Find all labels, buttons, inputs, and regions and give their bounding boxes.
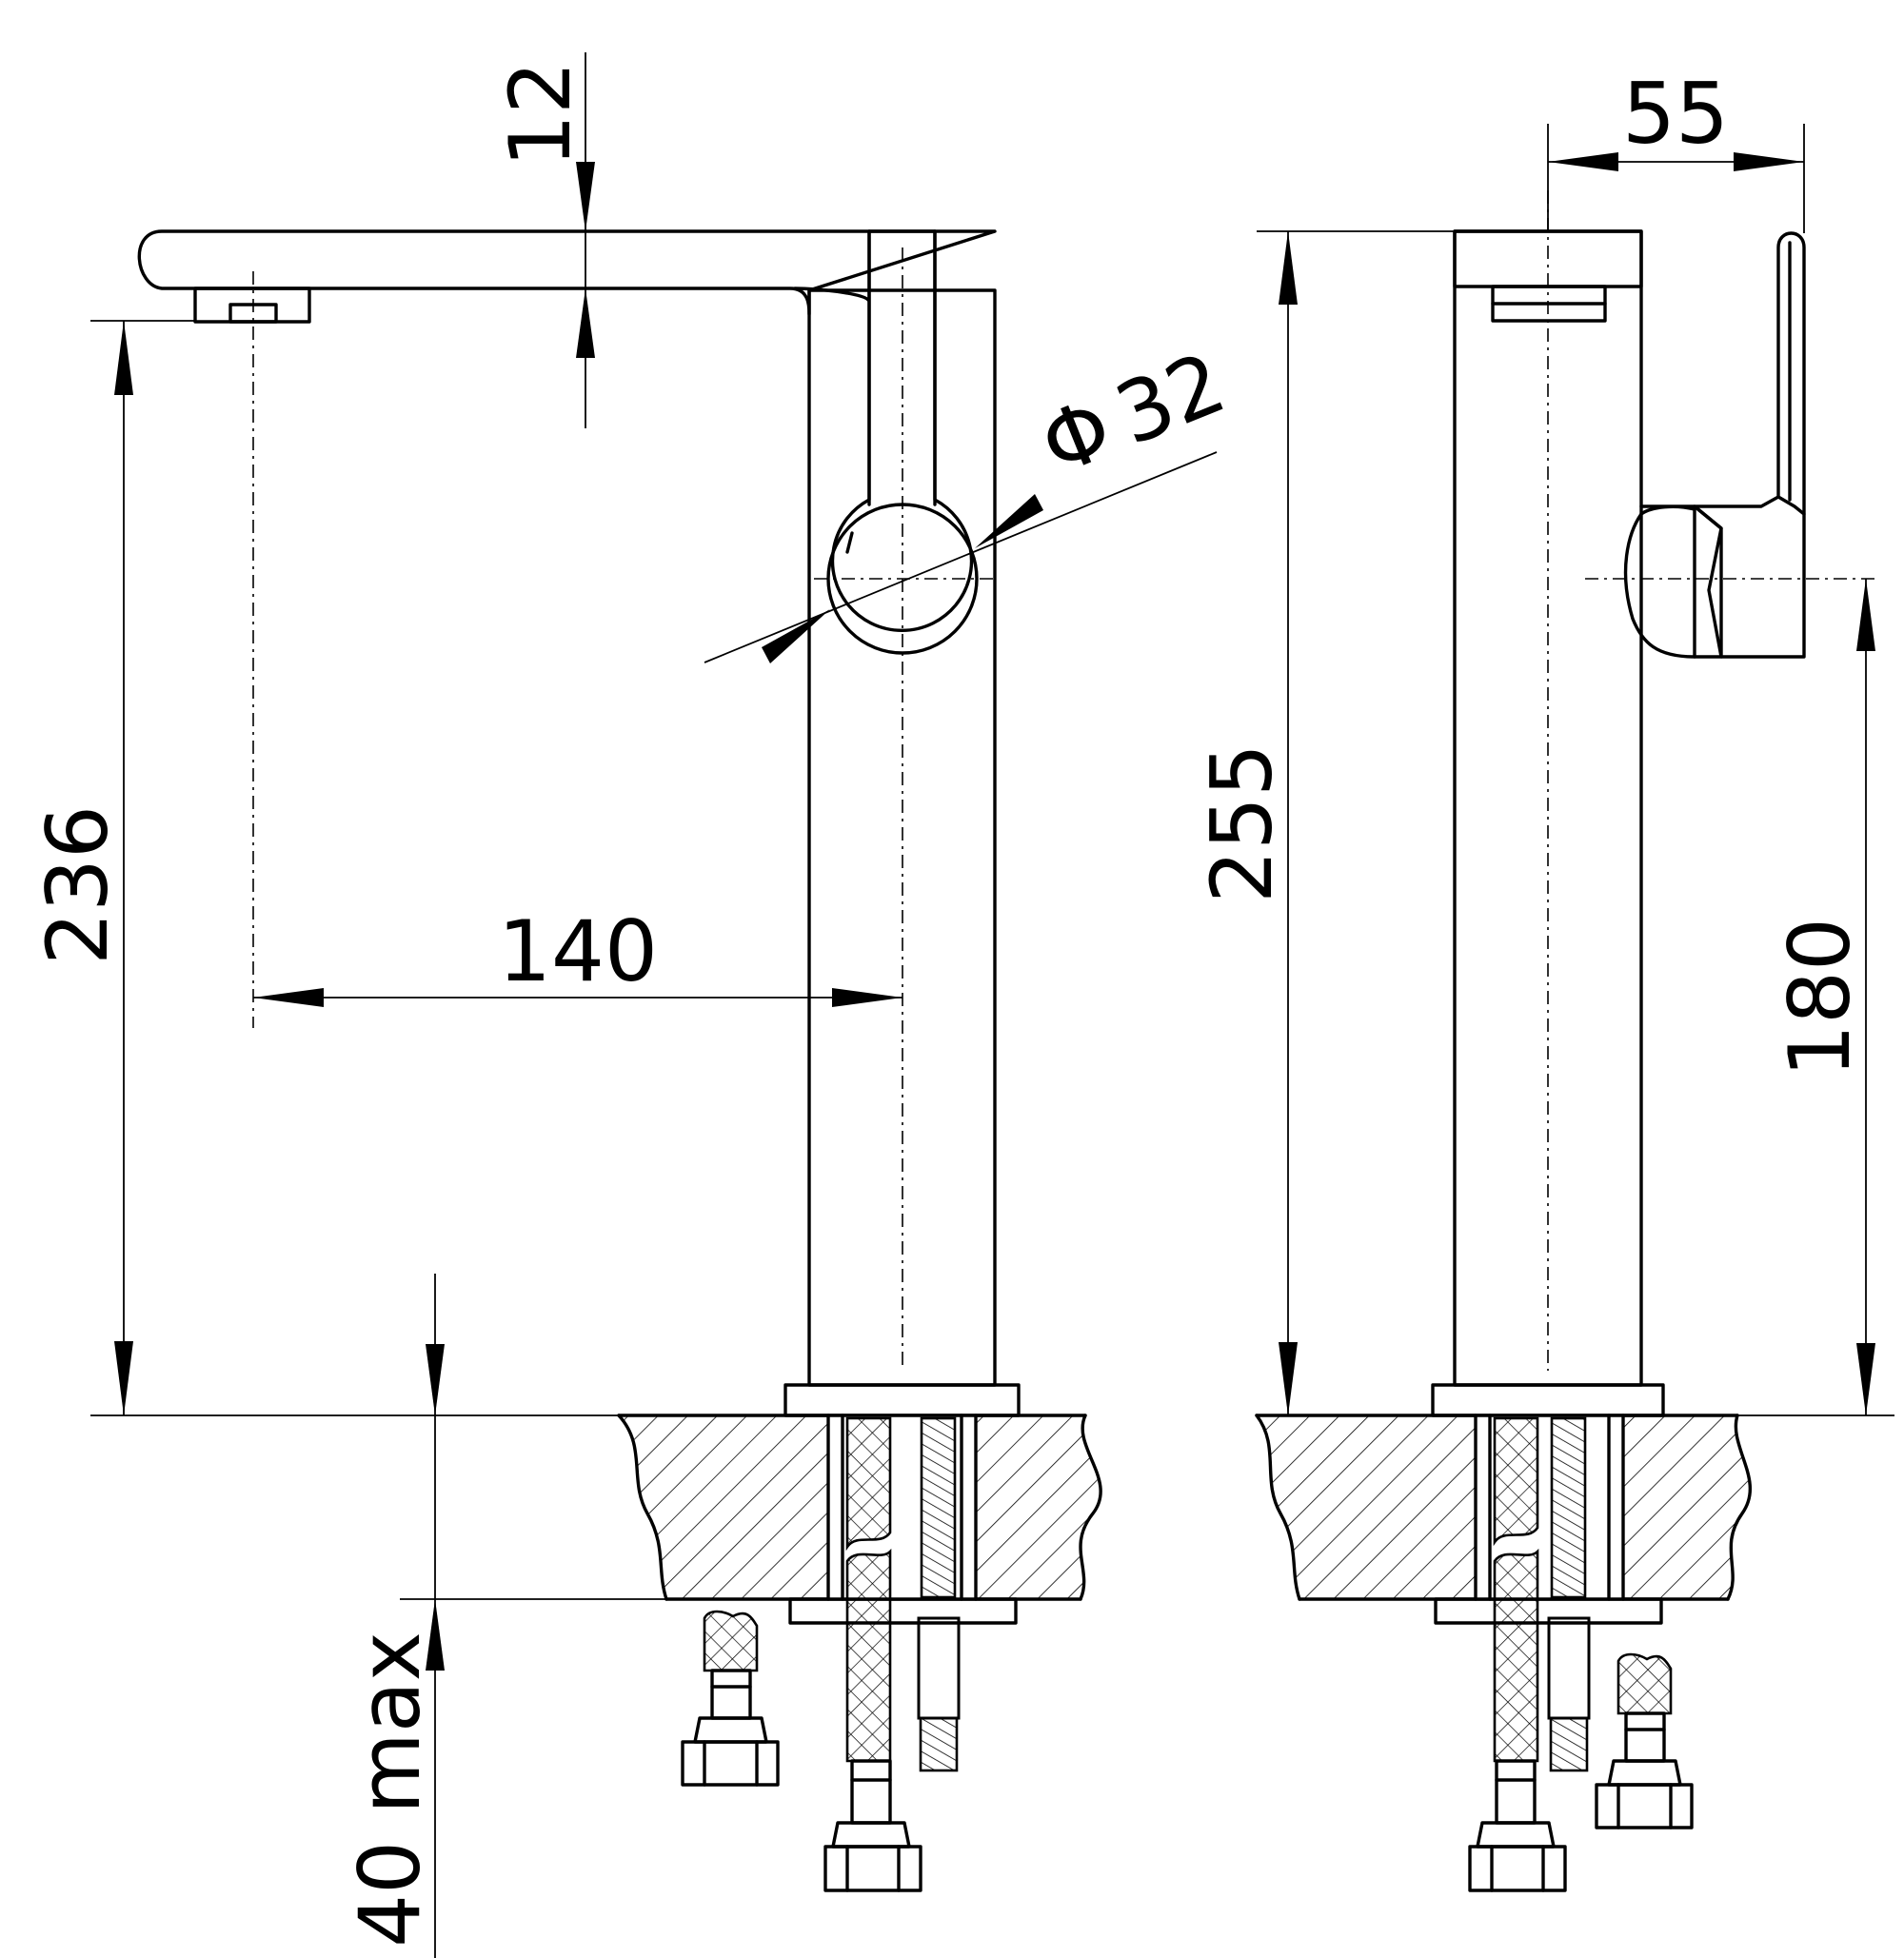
dim-height-outlet: 236 (29, 805, 127, 965)
dim-spout-thickness: 12 (491, 61, 589, 168)
left-base-flange (783, 1383, 1021, 1417)
dim-deck-thickness: 40 max (341, 1632, 439, 1948)
right-base-flange (1431, 1383, 1665, 1417)
dim-spout-reach: 140 (498, 902, 658, 1000)
dim-handle-height: 180 (1771, 918, 1869, 1078)
left-body-column (807, 288, 997, 1387)
dim-body-diameter: 32 (1102, 333, 1238, 464)
right-lever (1623, 504, 1696, 659)
right-view: 255 180 55 (1193, 65, 1894, 1892)
dim-handle-offset: 55 (1622, 65, 1729, 163)
left-view: 236 140 12 Φ 32 40 max (29, 52, 1239, 1958)
dim-overall-height: 255 (1193, 743, 1291, 903)
dim-diameter-symbol: Φ (1027, 379, 1125, 494)
left-spout (137, 229, 997, 316)
